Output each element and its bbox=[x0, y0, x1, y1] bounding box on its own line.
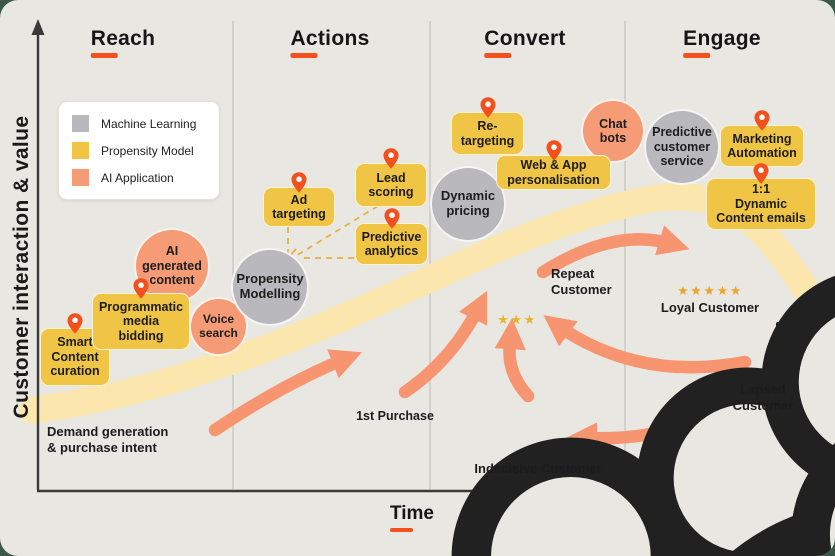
star-rating-loyal-customer: ★★★★★ bbox=[677, 284, 743, 299]
node-ai-generated-content: AI generated content bbox=[134, 228, 210, 304]
phase-header-actions: Actions bbox=[290, 27, 369, 58]
propensity-connectors bbox=[287, 205, 379, 259]
node-ad-targeting: Ad targeting bbox=[263, 172, 335, 227]
y-axis-label: Customer interaction & value bbox=[10, 115, 33, 419]
label-indecisive-customer: Indecisive Customer bbox=[474, 461, 602, 476]
propensity-model-swatch bbox=[72, 142, 89, 159]
actions-underline bbox=[290, 53, 318, 58]
location-pin-icon bbox=[753, 163, 769, 184]
label-repeat-customer: Repeat Customer bbox=[551, 266, 612, 297]
phase-header-engage: Engage bbox=[683, 27, 761, 58]
engage-underline bbox=[683, 53, 711, 58]
location-pin-icon bbox=[383, 148, 399, 169]
machine-learning-swatch bbox=[72, 115, 89, 132]
node-lead-scoring: Lead scoring bbox=[355, 148, 427, 207]
node-dynamic-content-emails: 1:1 Dynamic Content emails bbox=[706, 163, 816, 230]
location-pin-icon bbox=[479, 97, 496, 118]
reach-underline bbox=[90, 53, 118, 58]
label-first-purchase: 1st Purchase bbox=[356, 409, 434, 423]
node-re-targeting: Re- targeting bbox=[451, 97, 524, 155]
location-pin-icon bbox=[291, 172, 307, 193]
node-chat-bots: Chat bots bbox=[581, 99, 645, 163]
node-propensity-modelling: Propensity Modelling bbox=[231, 248, 309, 326]
y-axis bbox=[31, 19, 45, 490]
legend-item-machine-learning: Machine Learning bbox=[72, 115, 219, 132]
location-pin-icon bbox=[383, 208, 400, 229]
legend-item-propensity-model: Propensity Model bbox=[72, 142, 219, 159]
time-underline bbox=[390, 528, 413, 532]
node-programmatic-media-bidding: Programmatic media bidding bbox=[92, 278, 190, 350]
node-dynamic-pricing: Dynamic pricing bbox=[430, 166, 506, 242]
node-web-app-personalisation: Web & App personalisation bbox=[496, 140, 611, 190]
journey-curve bbox=[18, 183, 835, 424]
legend-item-ai-application: AI Application bbox=[72, 169, 219, 186]
location-pin-icon bbox=[67, 313, 83, 334]
label-demand-generation: Demand generation & purchase intent bbox=[47, 424, 169, 455]
arrow-indecisive-to-repeat bbox=[503, 329, 535, 403]
phase-header-convert: Convert bbox=[484, 27, 565, 58]
label-lapsed-customer: Lapsed Customer bbox=[732, 382, 794, 413]
location-pin-icon bbox=[133, 278, 149, 299]
arrow-lapsed-to-repeat bbox=[551, 319, 752, 374]
arrow-first-to-repeat bbox=[398, 300, 486, 399]
legend: Machine Learning Propensity Model AI App… bbox=[58, 101, 220, 200]
convert-underline bbox=[484, 53, 512, 58]
ai-application-swatch bbox=[72, 169, 89, 186]
node-predictive-customer-service: Predictive customer service bbox=[644, 109, 720, 185]
phase-header-reach: Reach bbox=[90, 27, 156, 58]
node-marketing-automation: Marketing Automation bbox=[720, 110, 804, 167]
location-pin-icon bbox=[754, 110, 770, 131]
node-predictive-analytics: Predictive analytics bbox=[355, 208, 428, 265]
location-pin-icon bbox=[545, 140, 562, 161]
star-rating-repeat-customer: ★★★ bbox=[497, 313, 537, 328]
x-axis-label: Time bbox=[390, 503, 434, 532]
label-loyal-customer: Loyal Customer bbox=[660, 300, 760, 315]
